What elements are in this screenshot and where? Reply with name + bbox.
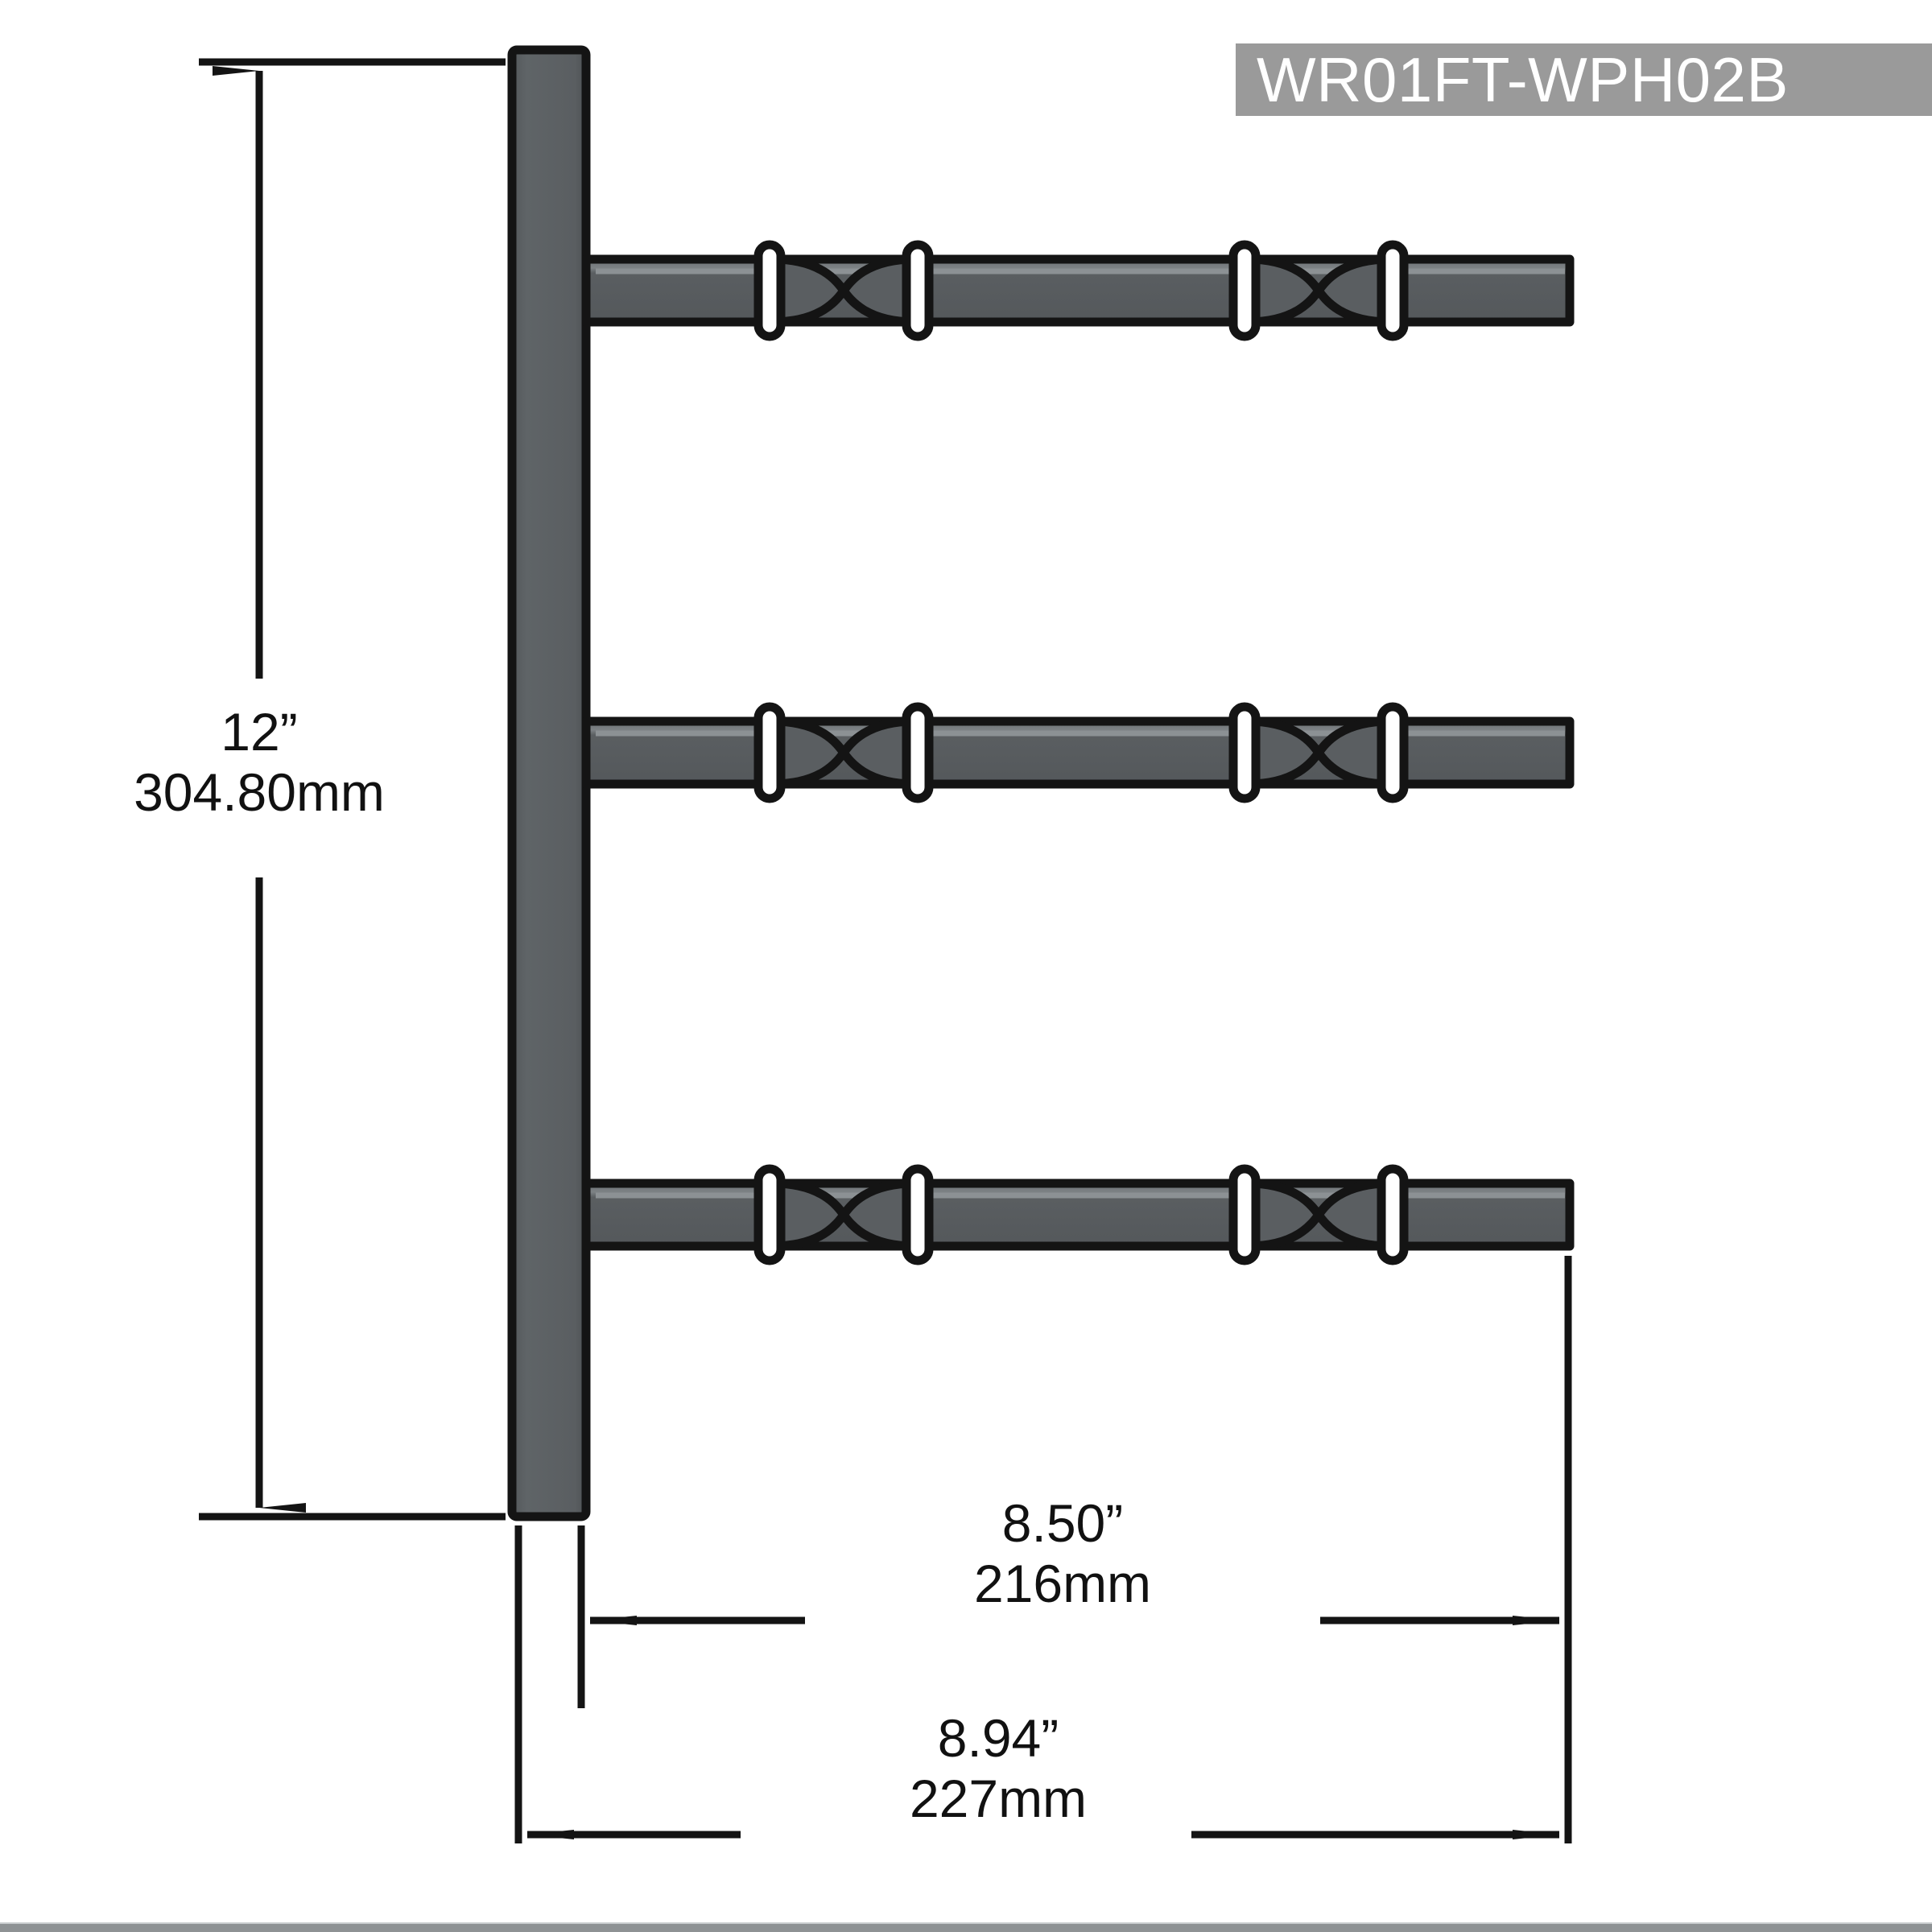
rod-top <box>581 240 1575 341</box>
dimension-overall-depth-imperial: 8.94” <box>937 1708 1059 1768</box>
rod-bottom <box>581 1164 1575 1265</box>
bamboo-knuckle <box>753 702 934 803</box>
dimension-overall-height-metric: 304.80mm <box>134 762 385 823</box>
dimension-rod-projection <box>577 1256 1572 1708</box>
dimension-overall-depth-metric: 227mm <box>909 1769 1088 1829</box>
dimension-overall-depth <box>514 1525 1572 1843</box>
dimension-rod-projection-metric: 216mm <box>973 1554 1152 1614</box>
part-number-badge: WR01FT-WPH02B <box>1236 43 1932 116</box>
bamboo-knuckle <box>1228 1164 1409 1265</box>
bamboo-knuckle <box>753 1164 934 1265</box>
dimension-rod-projection-imperial: 8.50” <box>1001 1493 1124 1553</box>
rod-middle <box>581 702 1575 803</box>
dimension-overall-height-imperial: 12” <box>221 702 298 762</box>
dimension-annotations <box>199 58 1572 1843</box>
bamboo-knuckle <box>1228 702 1409 803</box>
bamboo-knuckle <box>1228 240 1409 341</box>
dimension-rod-projection-label: 8.50” 216mm <box>813 1493 1312 1614</box>
dimension-overall-height-label: 12” 304.80mm <box>10 702 509 823</box>
dimension-overall-depth-label: 8.94” 227mm <box>749 1708 1248 1829</box>
dimension-overall-height <box>199 58 506 1521</box>
part-geometry <box>507 45 1575 1521</box>
bamboo-knuckle <box>753 240 934 341</box>
sheet-bottom-rule <box>0 1922 1932 1932</box>
wall-plate <box>507 45 591 1521</box>
part-number-label: WR01FT-WPH02B <box>1257 44 1789 115</box>
